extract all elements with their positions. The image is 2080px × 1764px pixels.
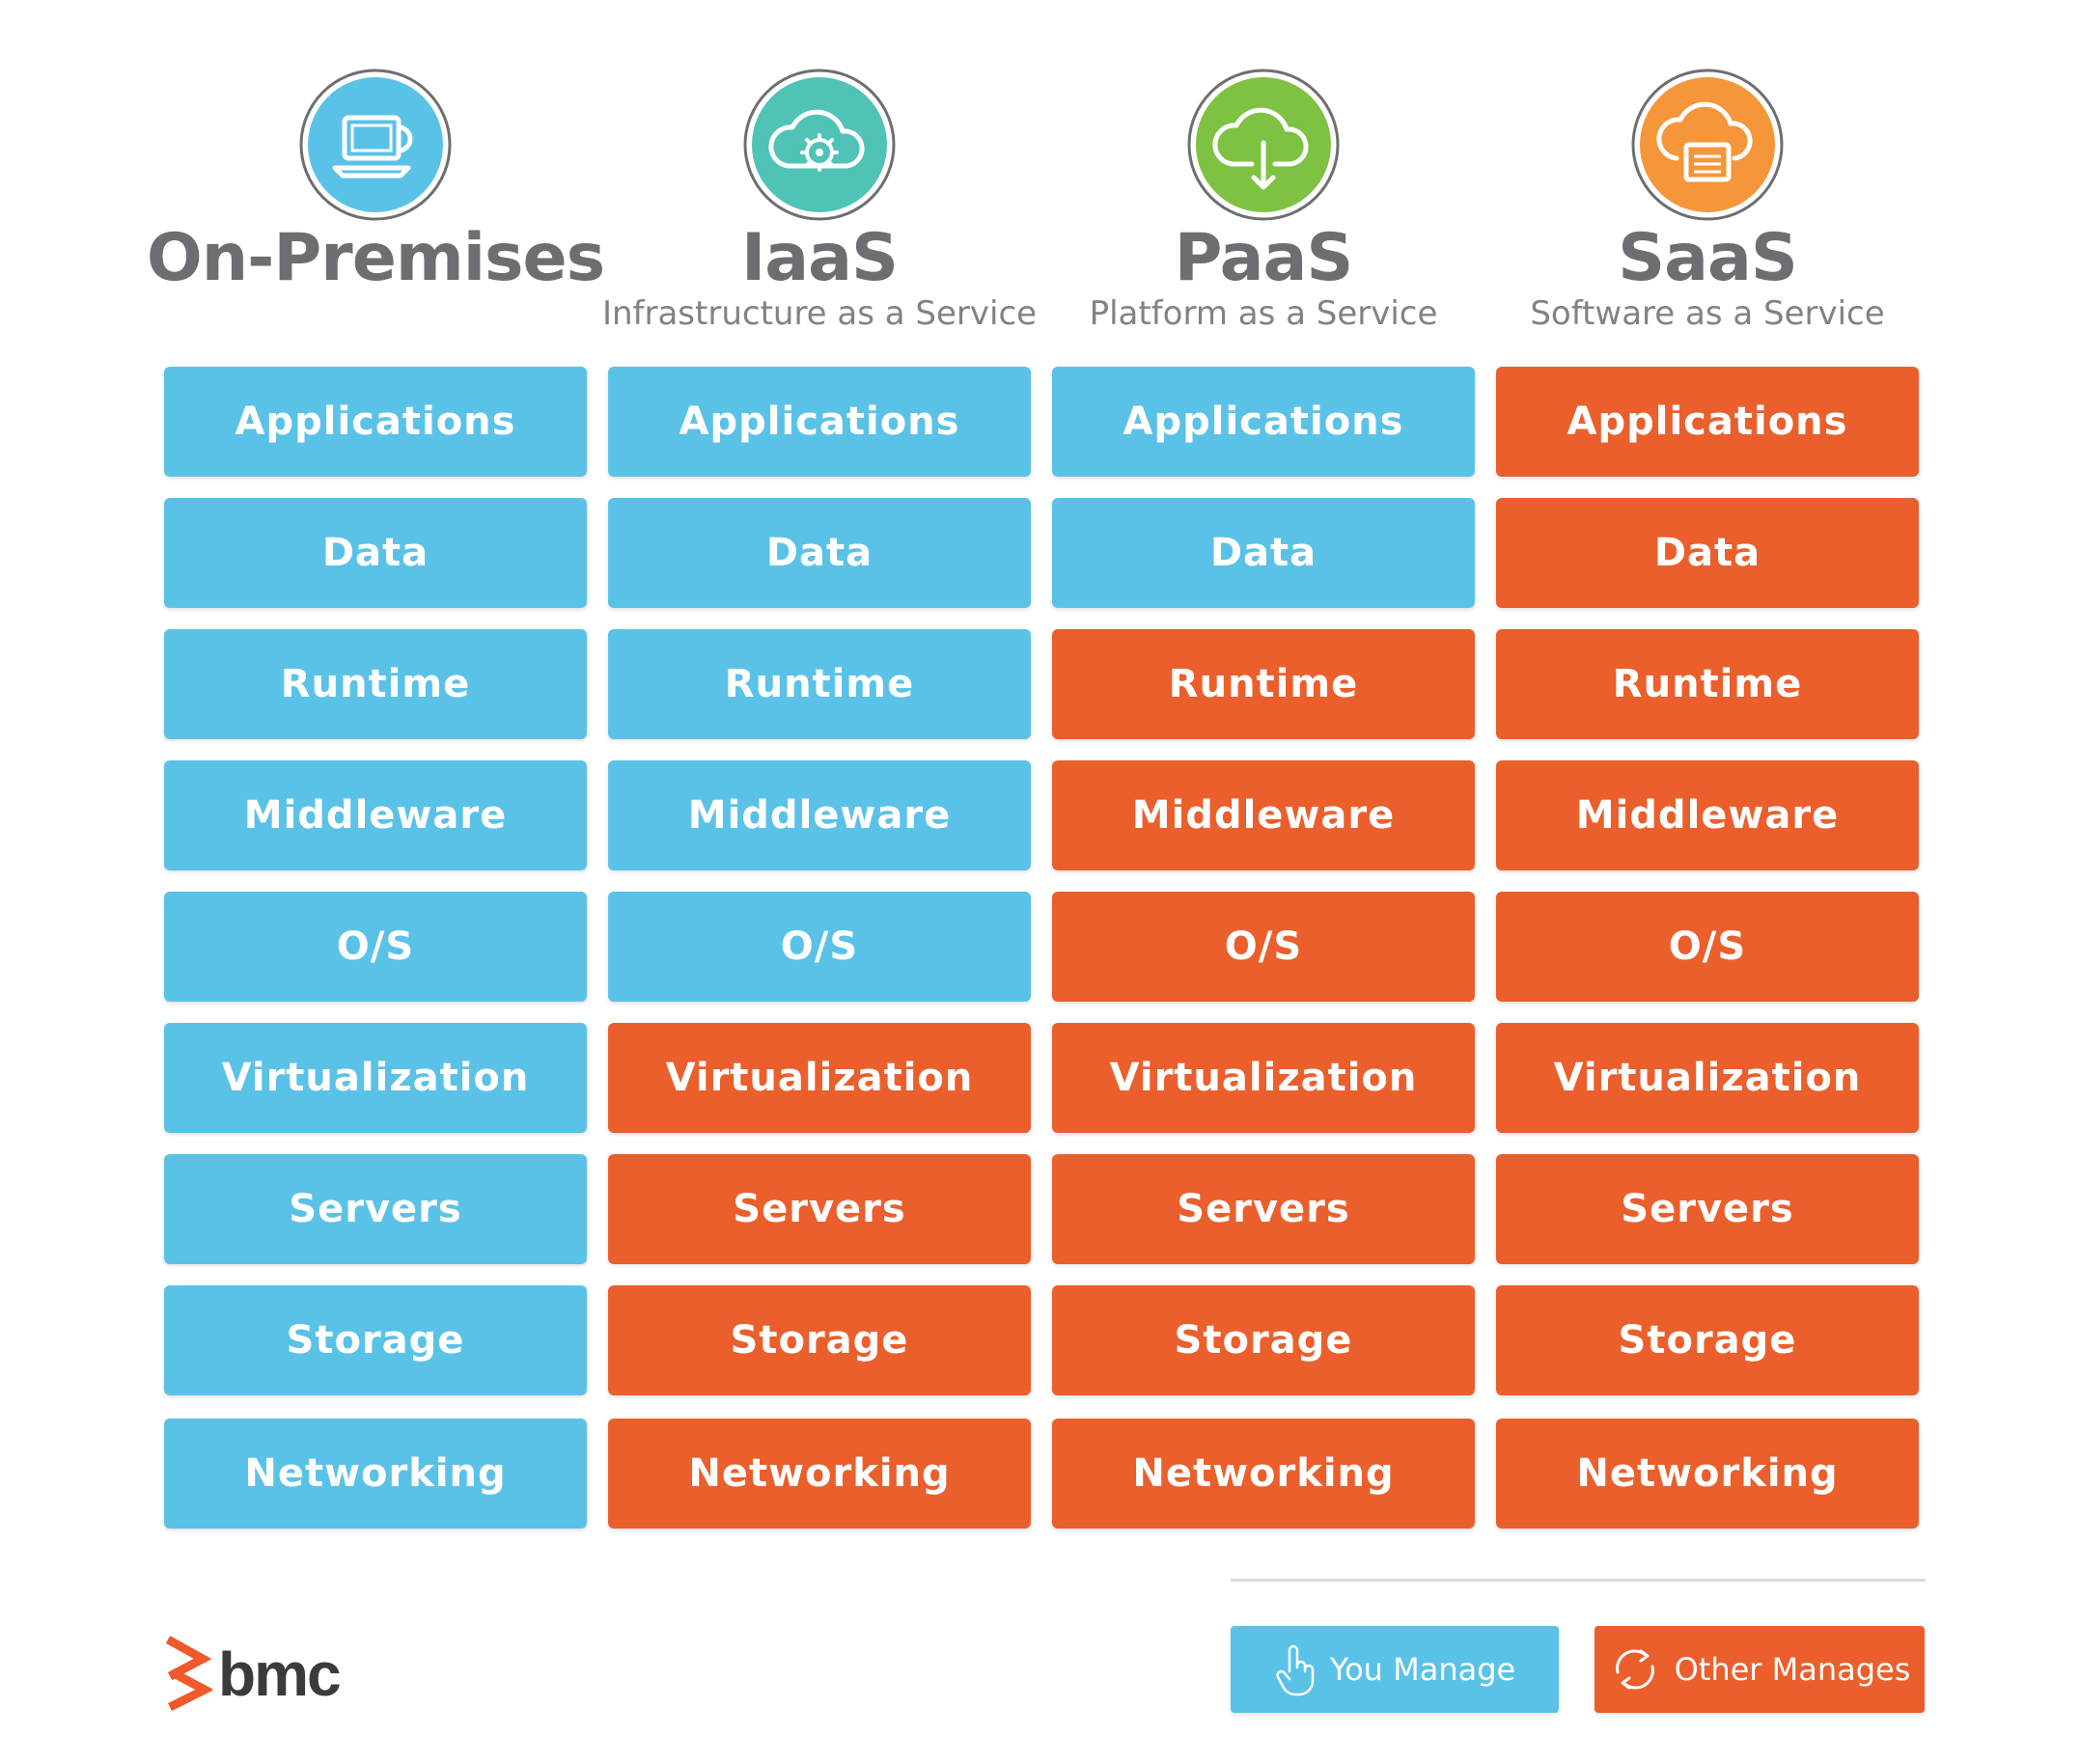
layer-runtime: Runtime xyxy=(1052,629,1475,739)
layer-servers: Servers xyxy=(608,1154,1031,1264)
layer-runtime: Runtime xyxy=(1496,629,1919,739)
layer-o-s: O/S xyxy=(164,892,587,1002)
layer-applications: Applications xyxy=(164,367,587,477)
bmc-logo: bmc xyxy=(162,1634,342,1715)
cloud-gear-icon xyxy=(742,68,897,222)
layer-middleware: Middleware xyxy=(608,760,1031,870)
logo-text: bmc xyxy=(218,1640,342,1709)
column-header: On-Premises xyxy=(147,0,605,357)
layer-middleware: Middleware xyxy=(1496,760,1919,870)
layer-servers: Servers xyxy=(1496,1154,1919,1264)
layer-storage: Storage xyxy=(164,1285,587,1395)
layer-virtualization: Virtualization xyxy=(608,1023,1031,1133)
column-subtitle: Software as a Service xyxy=(1530,294,1885,333)
hand-pointer-icon xyxy=(1274,1642,1317,1696)
legend-other-manages: Other Manages xyxy=(1595,1626,1925,1713)
column-subtitle: Platform as a Service xyxy=(1089,294,1438,333)
column-title: IaaS xyxy=(740,220,899,296)
layer-data: Data xyxy=(608,498,1031,608)
column-title: On-Premises xyxy=(146,220,605,296)
layer-servers: Servers xyxy=(164,1154,587,1264)
legend-you-manage: You Manage xyxy=(1231,1626,1559,1713)
layer-data: Data xyxy=(1052,498,1475,608)
column-subtitle: Infrastructure as a Service xyxy=(601,294,1038,333)
layer-middleware: Middleware xyxy=(1052,760,1475,870)
layer-networking: Networking xyxy=(1052,1419,1475,1529)
layer-networking: Networking xyxy=(164,1419,587,1529)
layer-data: Data xyxy=(164,498,587,608)
column-title: SaaS xyxy=(1618,220,1798,296)
layer-o-s: O/S xyxy=(1496,892,1919,1002)
layer-storage: Storage xyxy=(1496,1285,1919,1395)
legend-divider xyxy=(1231,1579,1926,1582)
layer-middleware: Middleware xyxy=(164,760,587,870)
legend-other-manages-label: Other Manages xyxy=(1674,1651,1911,1688)
column-title: PaaS xyxy=(1174,220,1354,296)
layer-data: Data xyxy=(1496,498,1919,608)
layer-servers: Servers xyxy=(1052,1154,1475,1264)
cloud-download-icon xyxy=(1186,68,1341,222)
cloud-window-icon xyxy=(1630,68,1785,222)
layer-virtualization: Virtualization xyxy=(1496,1023,1919,1133)
layer-o-s: O/S xyxy=(608,892,1031,1002)
layer-storage: Storage xyxy=(608,1285,1031,1395)
layer-virtualization: Virtualization xyxy=(164,1023,587,1133)
layer-runtime: Runtime xyxy=(608,629,1031,739)
layer-networking: Networking xyxy=(608,1419,1031,1529)
bmc-chevron-logo-icon xyxy=(162,1634,214,1715)
legend-you-manage-label: You Manage xyxy=(1329,1651,1516,1688)
laptop-icon xyxy=(298,68,453,222)
layer-runtime: Runtime xyxy=(164,629,587,739)
layer-applications: Applications xyxy=(1052,367,1475,477)
layer-applications: Applications xyxy=(608,367,1031,477)
layer-virtualization: Virtualization xyxy=(1052,1023,1475,1133)
layer-networking: Networking xyxy=(1496,1419,1919,1529)
layer-applications: Applications xyxy=(1496,367,1919,477)
layer-storage: Storage xyxy=(1052,1285,1475,1395)
layer-o-s: O/S xyxy=(1052,892,1475,1002)
refresh-icon xyxy=(1609,1643,1661,1695)
